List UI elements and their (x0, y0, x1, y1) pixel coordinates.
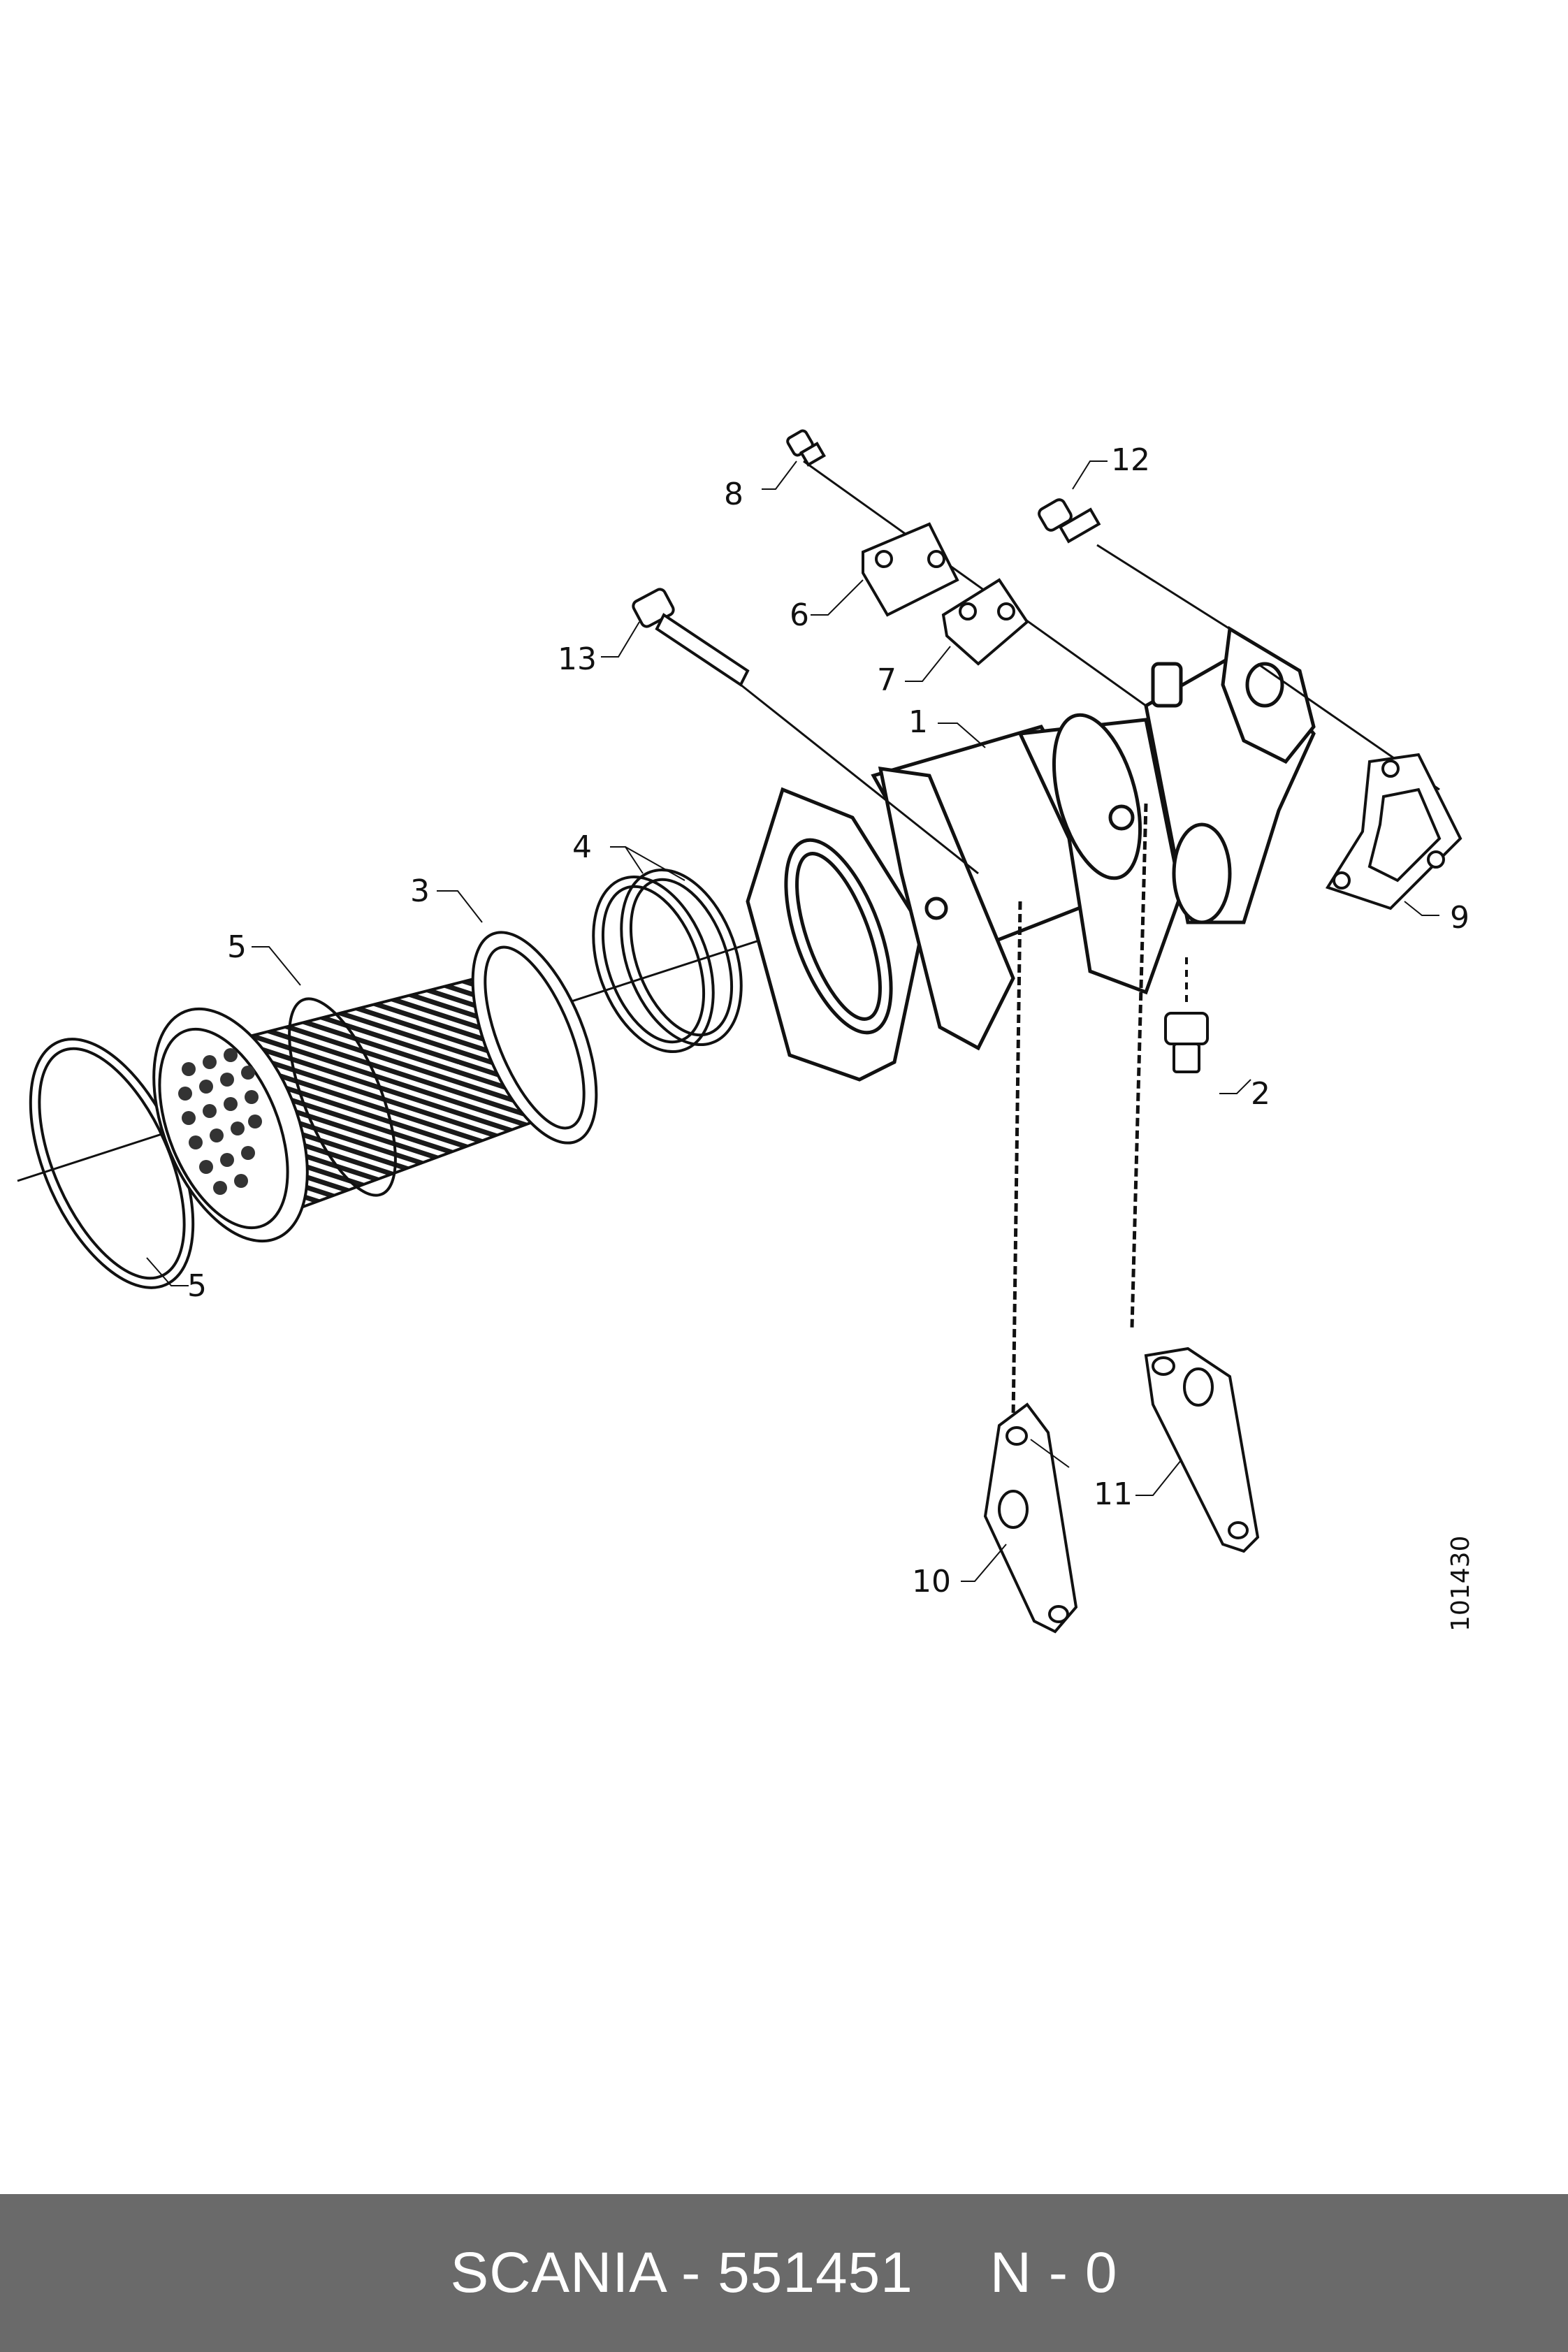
callout-13: 13 (558, 641, 597, 677)
cooler-housing (746, 625, 1316, 1082)
exploded-parts-diagram: 1 2 3 4 5 5 6 7 8 9 10 11 12 13 101430 (17, 429, 1475, 1634)
footer-code: N - 0 (989, 2241, 1118, 2304)
drain-plug (1164, 957, 1209, 1073)
callout-12: 12 (1111, 442, 1150, 478)
bracket-10 (983, 1402, 1078, 1634)
footer-bar: SCANIA - 551451 N - 0 (0, 2194, 1568, 2352)
callout-2: 2 (1251, 1076, 1270, 1112)
bolt-12 (1038, 498, 1101, 544)
callout-5-upper: 5 (227, 929, 247, 965)
bolt-8 (786, 429, 826, 467)
gasket-7 (941, 578, 1029, 666)
callout-1: 1 (908, 704, 928, 740)
o-ring-middle (288, 997, 397, 1197)
bracket-11 (1144, 1346, 1260, 1553)
callout-6: 6 (790, 597, 809, 633)
callout-11: 11 (1094, 1476, 1133, 1512)
leader-lines (146, 460, 1439, 1582)
bolt-13 (632, 588, 750, 687)
callout-5-lower: 5 (187, 1268, 207, 1304)
footer-part-number: SCANIA - 551451 (450, 2241, 913, 2304)
callout-9: 9 (1450, 900, 1469, 936)
seal-rings (592, 868, 743, 1054)
drawing-number: 101430 (1446, 1536, 1475, 1632)
callout-7: 7 (877, 662, 896, 698)
callout-8: 8 (724, 477, 743, 512)
callout-4: 4 (572, 829, 592, 865)
gasket-6 (862, 522, 959, 617)
cooler-core (152, 931, 598, 1243)
gasket-9 (1325, 753, 1462, 910)
callout-10: 10 (912, 1564, 951, 1599)
callout-3: 3 (410, 873, 430, 909)
